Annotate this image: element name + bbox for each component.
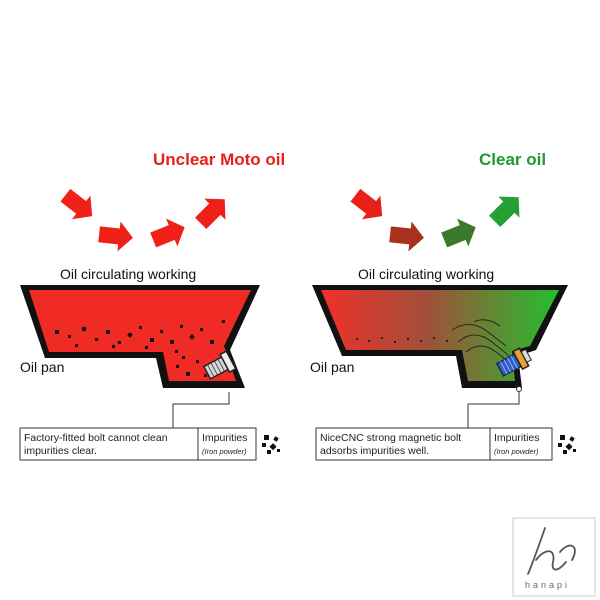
signature-glyph bbox=[527, 527, 576, 575]
right-caption-box: NiceCNC strong magnetic bolt adsorbs imp… bbox=[315, 427, 553, 461]
curved-arrow-icon bbox=[190, 188, 236, 234]
left-arrows bbox=[56, 183, 236, 254]
right-title: Clear oil bbox=[479, 150, 546, 169]
left-caption-line2: impurities clear. bbox=[24, 445, 97, 457]
left-caption-box: Factory-fitted bolt cannot clean impurit… bbox=[19, 427, 257, 461]
impurity-particles bbox=[356, 337, 448, 343]
right-arrows bbox=[346, 183, 530, 254]
right-caption-line1: NiceCNC strong magnetic bolt bbox=[320, 432, 461, 444]
left-panel: Unclear Moto oil Oil circulating working bbox=[19, 150, 285, 461]
right-impurity-sub: (Iron powder) bbox=[494, 447, 539, 456]
curved-arrow-icon bbox=[484, 186, 530, 232]
right-panel: Clear oil Oil circulating working bbox=[310, 150, 576, 461]
curved-arrow-icon bbox=[388, 219, 426, 253]
curved-arrow-icon bbox=[56, 183, 102, 228]
watermark-text: hanapi bbox=[525, 580, 570, 590]
right-circulation-label: Oil circulating working bbox=[358, 266, 494, 282]
left-oil-pan bbox=[20, 285, 260, 388]
particle-cluster-icon bbox=[558, 435, 576, 454]
right-caption-line2: adsorbs impurities well. bbox=[320, 445, 429, 457]
drain-bolt-icon bbox=[202, 350, 237, 380]
curved-arrow-icon bbox=[97, 219, 135, 253]
curved-arrow-icon bbox=[346, 183, 392, 228]
right-callout-line bbox=[467, 391, 520, 428]
left-title: Unclear Moto oil bbox=[153, 150, 285, 169]
left-pan-label: Oil pan bbox=[20, 359, 64, 375]
watermark-logo: hanapi bbox=[512, 517, 596, 597]
left-impurity-sub: (Iron powder) bbox=[202, 447, 247, 456]
curved-arrow-icon bbox=[438, 213, 482, 254]
left-impurity-label: Impurities bbox=[202, 432, 248, 444]
magnetic-bolt-icon bbox=[495, 347, 532, 377]
curved-arrow-icon bbox=[147, 213, 191, 254]
right-pan-label: Oil pan bbox=[310, 359, 354, 375]
particle-cluster-icon bbox=[262, 435, 280, 454]
impurity-particles bbox=[55, 320, 236, 377]
left-circulation-label: Oil circulating working bbox=[60, 266, 196, 282]
left-caption-line1: Factory-fitted bolt cannot clean bbox=[24, 432, 168, 444]
right-oil-pan bbox=[312, 285, 568, 388]
right-impurity-label: Impurities bbox=[494, 432, 540, 444]
left-callout-line bbox=[172, 392, 230, 428]
